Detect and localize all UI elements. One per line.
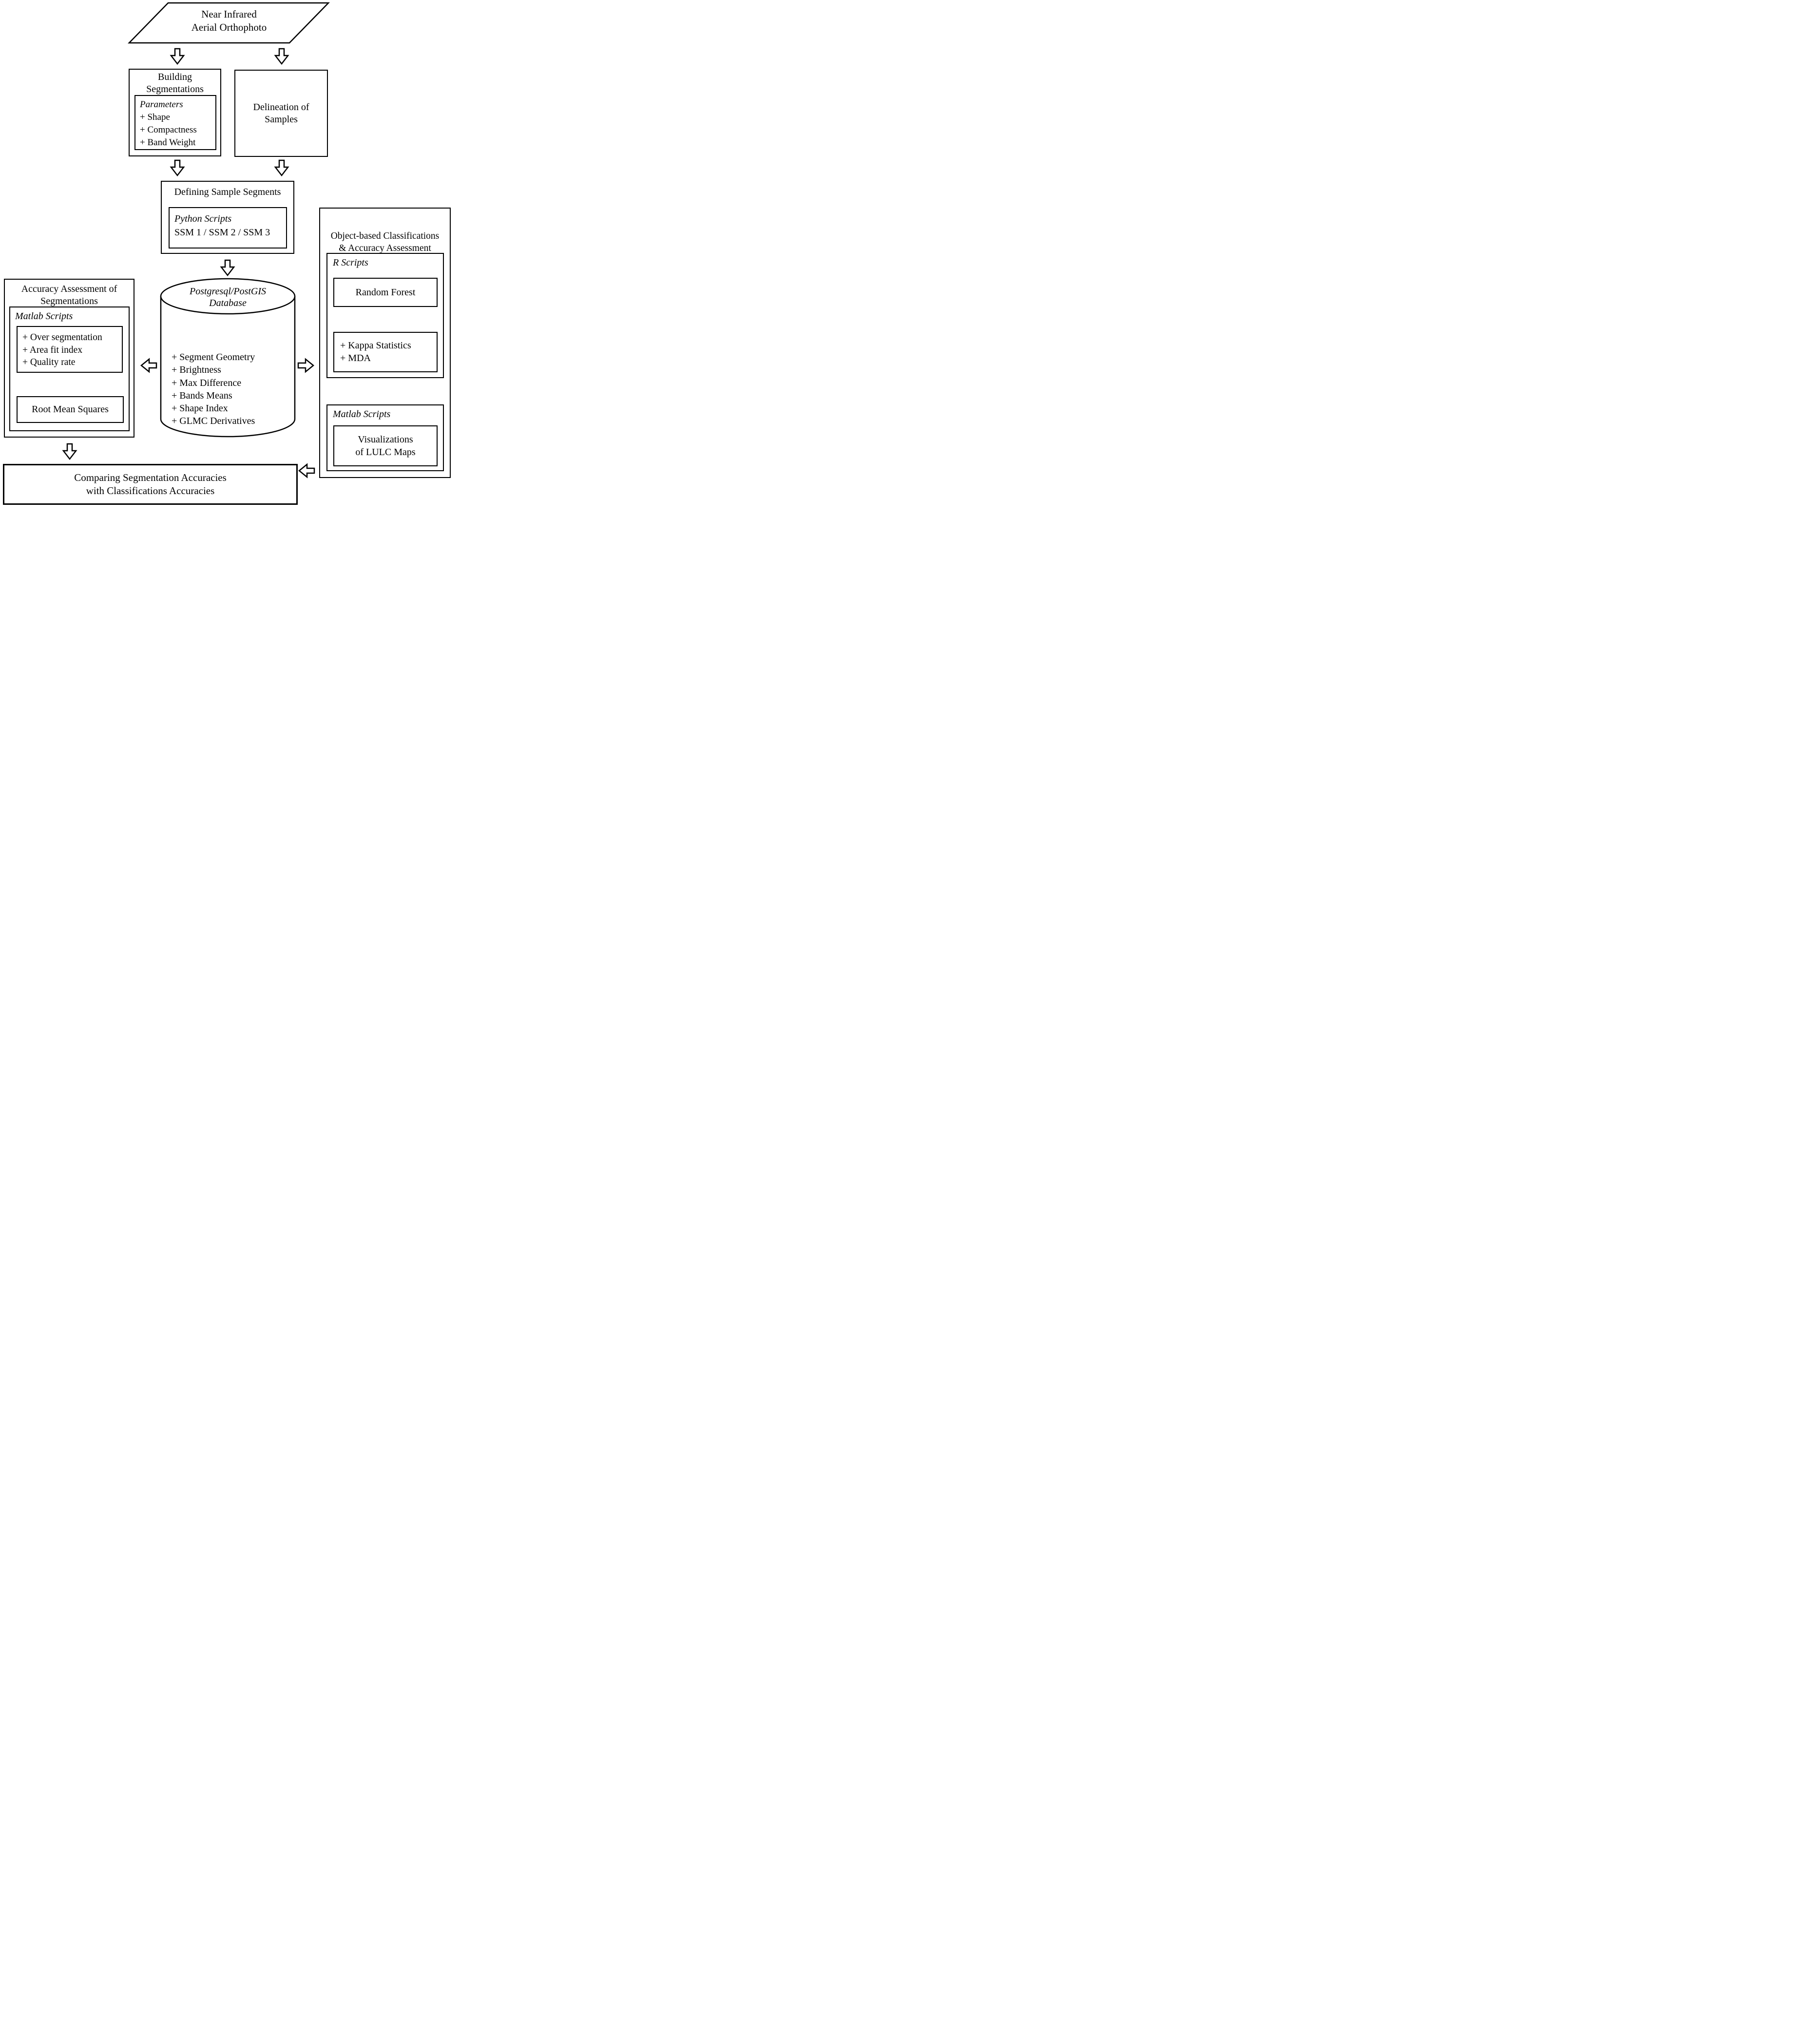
arrow-down-icon-orthophoto-to-building <box>170 48 185 65</box>
defining-title: Defining Sample Segments <box>174 187 281 197</box>
classification-stat: + MDA <box>340 353 371 364</box>
python-scripts-label: Python Scripts <box>174 213 232 224</box>
arrow-down-icon-defining-to-database <box>220 259 235 277</box>
database-title-line2: Database <box>209 298 247 308</box>
segmentation-metric: + Over segmentation <box>22 332 102 343</box>
orthophoto-line2: Aerial Orthophoto <box>191 21 267 33</box>
comparison-line1: Comparing Segmentation Accuracies <box>74 472 227 483</box>
ssm-scripts-value: SSM 1 / SSM 2 / SSM 3 <box>174 227 270 238</box>
parameters-label: Parameters <box>140 99 183 110</box>
arrow-left-icon-database-to-segmentation <box>140 358 157 373</box>
matlab-scripts-label-visualization: Matlab Scripts <box>333 409 391 420</box>
delineation-line1: Delineation of <box>253 101 309 113</box>
database-title-line1: Postgresql/PostGIS <box>189 286 267 297</box>
flowchart-figure: Near Infrared Aerial Orthophoto Building… <box>0 0 455 507</box>
comparison-box: Comparing Segmentation Accuracies with C… <box>3 464 298 505</box>
arrow-left-icon-classification-to-comparison <box>298 463 315 479</box>
database-attribute: + GLMC Derivatives <box>172 416 255 427</box>
delineation-line2: Samples <box>265 114 298 125</box>
orthophoto-parallelogram <box>128 2 330 44</box>
classification-title-line2: & Accuracy Assessment <box>339 243 431 253</box>
random-forest-box: Random Forest <box>333 278 438 307</box>
database-cylinder-top <box>160 278 296 315</box>
orthophoto-node-label: Near Infrared Aerial Orthophoto <box>129 8 329 34</box>
r-scripts-label: R Scripts <box>333 257 368 268</box>
building-title-line2: Segmentations <box>146 84 204 95</box>
classification-title-line1: Object-based Classifications <box>330 231 440 241</box>
arrow-right-icon-database-to-classification <box>297 358 314 373</box>
classification-stat: + Kappa Statistics <box>340 340 411 351</box>
matlab-scripts-label-segmentation: Matlab Scripts <box>15 311 73 322</box>
parameter-item: + Shape <box>140 112 170 122</box>
database-attribute: + Brightness <box>172 364 221 376</box>
visualizations-line1: Visualizations <box>358 434 413 445</box>
root-mean-squares-label: Root Mean Squares <box>32 404 109 415</box>
kappa-statistics-box: + Kappa Statistics + MDA <box>333 332 438 372</box>
segmentation-metrics-box: + Over segmentation + Area fit index + Q… <box>17 326 123 373</box>
classification-title: Object-based Classifications & Accuracy … <box>320 209 450 254</box>
database-attribute: + Bands Means <box>172 390 232 401</box>
arrow-down-icon-delineation-to-defining <box>274 159 289 177</box>
arrow-down-icon-building-to-defining <box>170 159 185 177</box>
parameter-item: + Compactness <box>140 125 197 135</box>
segmentation-parameters-box: Parameters + Shape + Compactness + Band … <box>134 95 216 150</box>
comparison-line2: with Classifications Accuracies <box>86 485 215 497</box>
segmentation-accuracy-title-line1: Accuracy Assessment of <box>21 284 117 294</box>
building-title-line1: Building <box>157 72 192 82</box>
segmentation-accuracy-title: Accuracy Assessment of Segmentations <box>5 280 134 307</box>
delineation-of-samples-box: Delineation of Samples <box>234 70 328 157</box>
random-forest-label: Random Forest <box>355 287 416 298</box>
database-attribute: + Max Difference <box>172 377 242 388</box>
segmentation-metric: + Quality rate <box>22 357 76 367</box>
parameter-item: + Band Weight <box>140 137 196 148</box>
flowchart-shapes-layer <box>62 2 393 479</box>
root-mean-squares-box: Root Mean Squares <box>17 396 124 423</box>
database-cylinder-body <box>160 296 296 438</box>
database-title: Postgresql/PostGIS Database <box>161 286 295 309</box>
database-attribute: + Segment Geometry <box>172 352 255 363</box>
python-scripts-box: Python Scripts SSM 1 / SSM 2 / SSM 3 <box>169 207 287 249</box>
database-attribute: + Shape Index <box>172 403 228 414</box>
arrow-down-icon-segmentation-to-comparison <box>62 443 77 460</box>
database-attributes-list: + Segment Geometry + Brightness + Max Di… <box>172 351 293 428</box>
building-segmentations-title: Building Segmentations <box>130 70 220 96</box>
lulc-visualizations-box: Visualizations of LULC Maps <box>333 425 438 466</box>
arrow-down-icon-orthophoto-to-delineation <box>274 48 289 65</box>
segmentation-accuracy-title-line2: Segmentations <box>40 296 98 306</box>
segmentation-metric: + Area fit index <box>22 345 83 355</box>
visualizations-line2: of LULC Maps <box>355 447 416 458</box>
orthophoto-line1: Near Infrared <box>201 8 257 20</box>
